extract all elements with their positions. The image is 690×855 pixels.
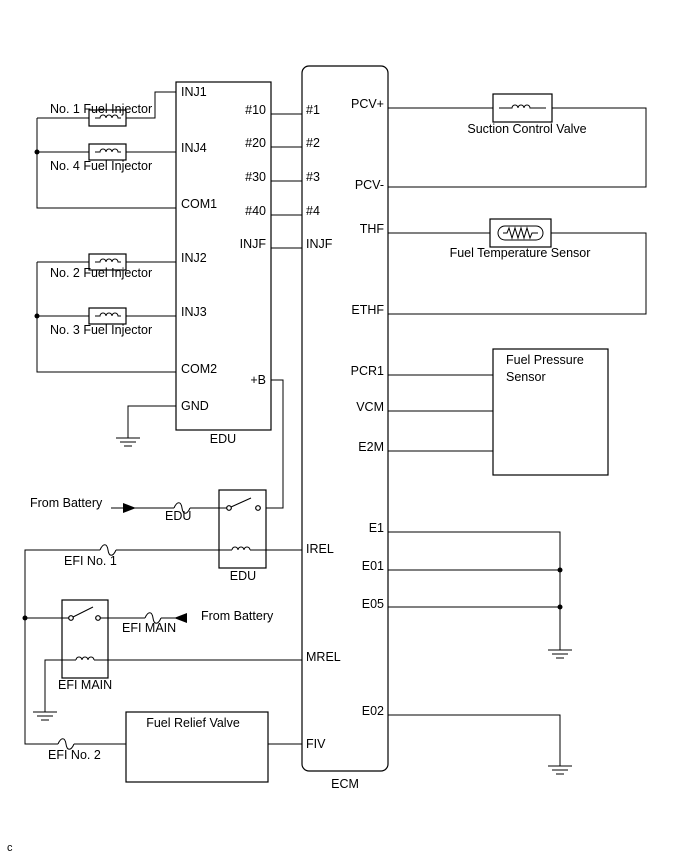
fuse-icon bbox=[57, 738, 75, 750]
junction-dot bbox=[34, 313, 40, 319]
ecm-pin-e01: E01 bbox=[362, 559, 384, 573]
suction-control-valve-label: Suction Control Valve bbox=[467, 122, 586, 136]
ecm-pin-e2m: E2M bbox=[358, 440, 384, 454]
ground-icon bbox=[33, 711, 57, 721]
ecm-pin-pcv-plus: PCV+ bbox=[351, 97, 384, 111]
arrow-icon bbox=[123, 503, 136, 513]
edu-relay-box bbox=[218, 489, 267, 569]
edu-pin-plus-b: +B bbox=[250, 373, 266, 387]
edu-box bbox=[175, 81, 272, 431]
ecm-pin-e1: E1 bbox=[369, 521, 384, 535]
fuse-icon bbox=[144, 612, 162, 624]
edu-pin-40: #40 bbox=[245, 204, 266, 218]
relay-coil-icon bbox=[231, 546, 251, 551]
fuse-efi-no1-label: EFI No. 1 bbox=[64, 554, 117, 568]
ecm-pin-1: #1 bbox=[306, 103, 320, 117]
junction-dot bbox=[34, 149, 40, 155]
fuse-icon bbox=[99, 544, 117, 556]
injector-3-label: No. 3 Fuel Injector bbox=[50, 323, 152, 337]
from-battery-2-label: From Battery bbox=[201, 609, 274, 623]
ecm-pin-pcv-minus: PCV- bbox=[355, 178, 384, 192]
injector-4-label: No. 4 Fuel Injector bbox=[50, 159, 152, 173]
edu-pin-20: #20 bbox=[245, 136, 266, 150]
fuel-pressure-sensor-box bbox=[492, 348, 609, 476]
wire-fts bbox=[388, 232, 647, 315]
fuel-temp-sensor-label: Fuel Temperature Sensor bbox=[450, 246, 591, 260]
edu-pin-com1: COM1 bbox=[181, 197, 217, 211]
ecm-pin-2: #2 bbox=[306, 136, 320, 150]
wire-bus-com2 bbox=[36, 262, 176, 373]
figure-code: c bbox=[7, 842, 13, 854]
ground-icon bbox=[548, 765, 572, 775]
thermistor-icon bbox=[489, 218, 552, 248]
fuel-pressure-sensor-label-2: Sensor bbox=[506, 370, 546, 384]
edu-pin-inj3: INJ3 bbox=[181, 305, 207, 319]
injector-coil-icon bbox=[88, 143, 127, 161]
edu-pin-10: #10 bbox=[245, 103, 266, 117]
ecm-pin-thf: THF bbox=[360, 222, 385, 236]
arrow-icon bbox=[174, 613, 187, 623]
edu-label: EDU bbox=[210, 432, 236, 446]
junction-dot bbox=[557, 567, 563, 573]
ecm-label: ECM bbox=[331, 777, 359, 791]
ecm-pin-ethf: ETHF bbox=[351, 303, 384, 317]
wire-bus-com1 bbox=[36, 118, 176, 209]
fuse-edu-label: EDU bbox=[165, 509, 191, 523]
edu-pin-inj1: INJ1 bbox=[181, 85, 207, 99]
ecm-pin-vcm: VCM bbox=[356, 400, 384, 414]
ecm-pin-fiv: FIV bbox=[306, 737, 326, 751]
injector-coil-icon bbox=[88, 307, 127, 325]
fuse-efi-no2-label: EFI No. 2 bbox=[48, 748, 101, 762]
ground-icon bbox=[116, 437, 140, 447]
edu-pin-30: #30 bbox=[245, 170, 266, 184]
injector-1-label: No. 1 Fuel Injector bbox=[50, 102, 152, 116]
wire-mrel bbox=[44, 659, 302, 712]
ecm-pin-3: #3 bbox=[306, 170, 320, 184]
ecm-pin-injf: INJF bbox=[306, 237, 333, 251]
injector-coil-icon bbox=[88, 253, 127, 271]
wire-irel bbox=[24, 549, 302, 745]
ground-icon bbox=[548, 649, 572, 659]
ecm-pin-pcr1: PCR1 bbox=[351, 364, 384, 378]
wire-ecm-ground bbox=[388, 531, 561, 650]
ecm-pin-e02: E02 bbox=[362, 704, 384, 718]
edu-pin-gnd: GND bbox=[181, 399, 209, 413]
ecm-box bbox=[301, 65, 389, 772]
ecm-pin-4: #4 bbox=[306, 204, 320, 218]
fuse-efi-main-label: EFI MAIN bbox=[122, 621, 176, 635]
injector-2-label: No. 2 Fuel Injector bbox=[50, 266, 152, 280]
edu-pin-com2: COM2 bbox=[181, 362, 217, 376]
ecm-pin-e05: E05 bbox=[362, 597, 384, 611]
fuse-icon bbox=[173, 502, 191, 514]
ecm-pin-irel: IREL bbox=[306, 542, 334, 556]
relay-switch-icon bbox=[226, 497, 261, 511]
efi-main-relay-box bbox=[61, 599, 109, 679]
fuel-pressure-sensor-label-1: Fuel Pressure bbox=[506, 353, 584, 367]
solenoid-valve-icon bbox=[492, 93, 553, 123]
wire-plus-b bbox=[258, 379, 284, 509]
wire-e02 bbox=[388, 714, 561, 766]
fuel-relief-valve-label: Fuel Relief Valve bbox=[146, 716, 240, 730]
injector-coil-icon bbox=[88, 109, 127, 127]
from-battery-1-label: From Battery bbox=[30, 496, 103, 510]
ecm-pin-mrel: MREL bbox=[306, 650, 341, 664]
edu-pin-inj2: INJ2 bbox=[181, 251, 207, 265]
relay-coil-icon bbox=[75, 656, 95, 661]
wire-inj1 bbox=[37, 91, 176, 119]
wire-edu-gnd bbox=[127, 405, 176, 438]
edu-relay-label: EDU bbox=[230, 569, 256, 583]
efi-main-relay-label: EFI MAIN bbox=[58, 678, 112, 692]
edu-pin-injf: INJF bbox=[240, 237, 267, 251]
relay-switch-icon bbox=[68, 606, 101, 621]
wire-scv bbox=[388, 107, 647, 188]
edu-pin-inj4: INJ4 bbox=[181, 141, 207, 155]
junction-dot bbox=[557, 604, 563, 610]
fuel-relief-valve-box bbox=[125, 711, 269, 783]
